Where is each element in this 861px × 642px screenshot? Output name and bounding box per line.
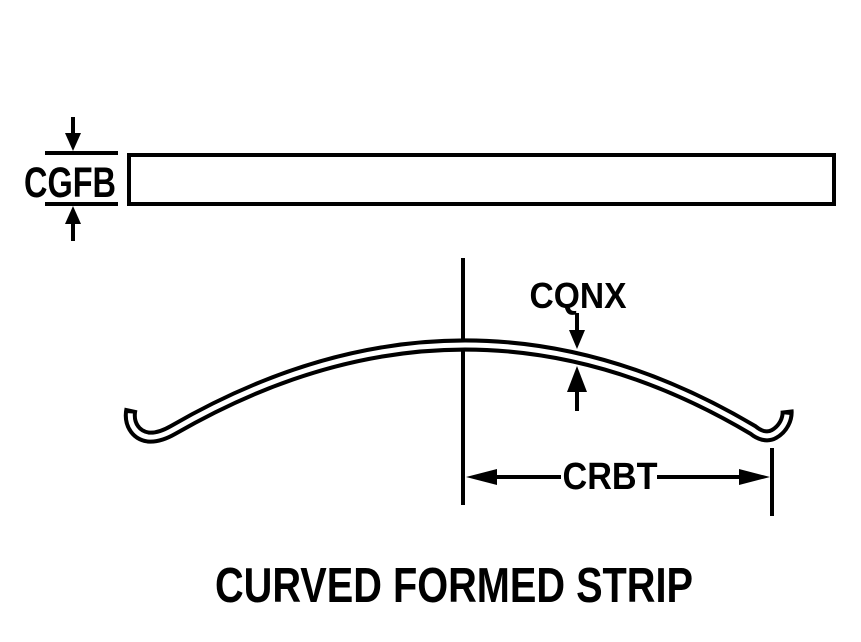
arrow-down-icon (65, 133, 81, 151)
curved-strip-outer (123, 338, 794, 444)
camber-arrow-down-icon (569, 330, 585, 349)
camber-arrow-up-icon (567, 366, 587, 392)
camber-label: CQNX (530, 275, 627, 316)
flat-strip-outline (127, 153, 836, 206)
arrow-up-icon (65, 206, 81, 224)
arrow-left-icon (466, 469, 497, 485)
arrow-right-icon (739, 469, 770, 485)
half-chord-label: CRBT (563, 456, 658, 498)
thickness-label: CGFB (24, 159, 116, 207)
curved-strip-inner (127, 342, 790, 440)
diagram-title: CURVED FORMED STRIP (215, 559, 693, 613)
